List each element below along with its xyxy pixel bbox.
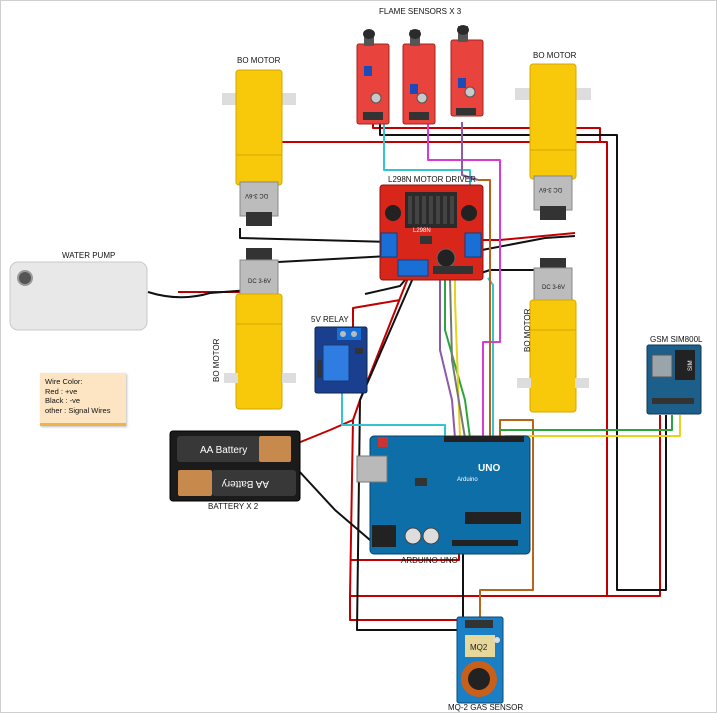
motor-driver-board (379, 184, 484, 281)
legend-title: Wire Color: (45, 377, 83, 386)
label-gas-sensor: MQ-2 GAS SENSOR (448, 703, 523, 712)
gsm-module (646, 344, 702, 415)
arduino-board (356, 435, 531, 555)
legend-black: Black : -ve (45, 396, 81, 405)
label-battery: BATTERY X 2 (208, 502, 259, 511)
wire-black (239, 228, 391, 243)
wire-green (500, 415, 673, 431)
label-gsm: GSM SIM800L (650, 335, 703, 344)
wire-purple (461, 122, 479, 181)
wire-purple (439, 278, 456, 439)
battery-1-text: AA Battery (200, 445, 247, 456)
bo-motor-top-left (222, 69, 296, 226)
flame-sensor-3 (450, 25, 484, 117)
arduino-logo: UNO (478, 463, 500, 474)
label-bo-motor-bottom-right: BO MOTOR (523, 308, 532, 352)
bo-motor-bottom-left (224, 248, 296, 410)
wire-cyan (341, 392, 446, 438)
driver-chip-label: L298N (413, 228, 431, 234)
motor-text-br: DC 3-6V (542, 285, 565, 291)
battery-2-text: AA Battery (222, 478, 269, 489)
legend-other: other : Signal Wires (45, 405, 111, 415)
bo-motor-bottom-right (517, 258, 589, 413)
water-pump (9, 261, 148, 331)
label-relay: 5V RELAY (311, 315, 349, 324)
wire-black (147, 289, 251, 299)
wire-black (364, 279, 406, 295)
gsm-chip-text: SIM (688, 360, 694, 371)
label-flame-sensors: FLAME SENSORS X 3 (379, 7, 462, 16)
wire-black (481, 235, 576, 251)
motor-text-tr: DC 3-6V (539, 186, 562, 192)
wire-red (607, 415, 661, 597)
label-arduino: ARDUINO UNO (401, 556, 458, 565)
wire-brown (479, 419, 534, 625)
mq2-text: MQ2 (470, 643, 488, 652)
label-motor-driver: L298N MOTOR DRIVER (388, 175, 476, 184)
gas-sensor-module (456, 616, 504, 704)
wire-color-legend: Wire Color: Red : +ve Black : -ve other … (40, 373, 126, 426)
label-water-pump: WATER PUMP (62, 251, 115, 260)
motor-text-bl: DC 3-6V (248, 279, 271, 285)
wire-black (297, 469, 371, 541)
wire-black (379, 122, 667, 591)
wire-green (444, 278, 471, 439)
label-bo-motor-top-left: BO MOTOR (237, 56, 281, 65)
legend-red: Red : +ve (45, 386, 78, 396)
relay-module (314, 326, 368, 394)
wire-magenta (427, 122, 501, 438)
wire-yellow (505, 415, 681, 437)
flame-sensor-1 (356, 29, 390, 125)
flame-sensor-2 (402, 29, 436, 125)
bo-motor-top-right (515, 63, 591, 220)
wire-gray (449, 277, 466, 439)
wire-cyan (383, 122, 471, 190)
battery-holder (169, 430, 301, 502)
wire-brown (478, 179, 491, 438)
motor-text-tl: DC 3-6V (245, 192, 268, 198)
wire-red (297, 419, 354, 444)
label-bo-motor-bottom-left: BO MOTOR (212, 338, 221, 382)
arduino-brand: Arduino (457, 477, 478, 483)
label-bo-motor-top-right: BO MOTOR (533, 51, 577, 60)
